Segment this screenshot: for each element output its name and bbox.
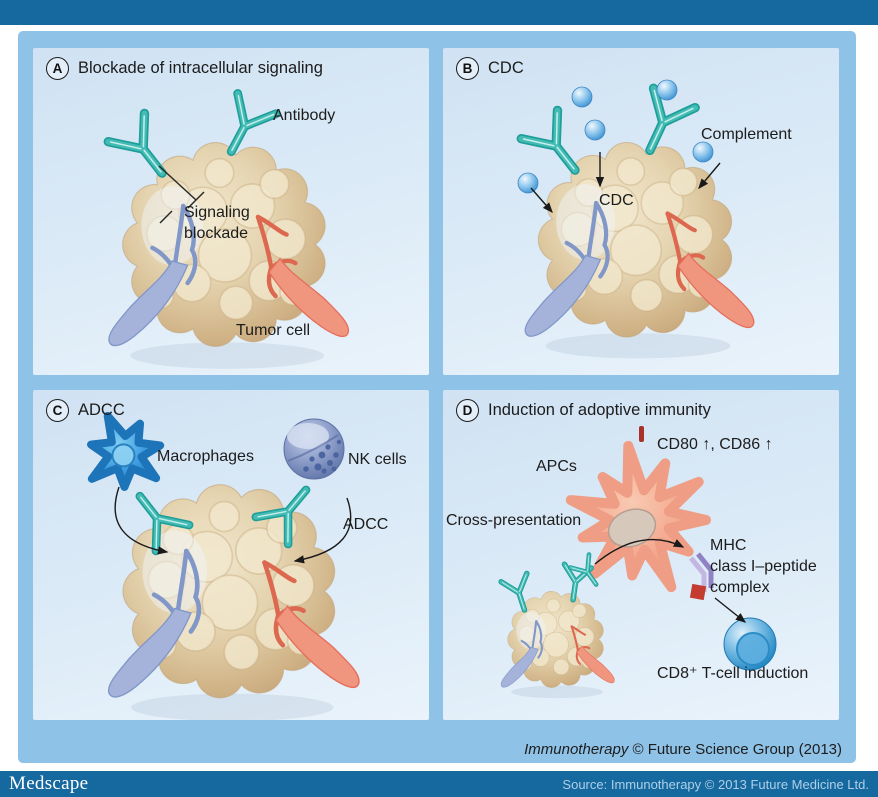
arrow-icon <box>114 486 352 564</box>
mhc-peptide-icon <box>689 552 714 601</box>
label-nk-cells: NK cells <box>348 451 407 468</box>
label-antibody: Antibody <box>273 107 336 124</box>
panel-d: D Induction of adoptive immunity CD80 ↑,… <box>443 390 839 720</box>
top-bar <box>0 0 878 25</box>
label-adcc: ADCC <box>343 516 389 533</box>
label-mhc-complex: MHC class I–peptide complex <box>710 537 817 596</box>
nk-cell-icon <box>283 418 345 480</box>
label-macrophages: Macrophages <box>157 448 254 465</box>
panel-b-illustration <box>443 79 839 375</box>
credit-text: © Future Science Group (2013) <box>628 741 843 758</box>
bottom-bar: Medscape Source: Immunotherapy © 2013 Fu… <box>0 771 878 797</box>
panel-c: C ADCC Macrophages NK cells ADCC <box>33 390 429 720</box>
panel-d-header: D Induction of adoptive immunity <box>456 399 711 422</box>
source-text: Source: Immunotherapy © 2013 Future Medi… <box>562 776 869 792</box>
label-cross-presentation: Cross-presentation <box>446 512 582 529</box>
cd80-marker-icon <box>639 426 644 442</box>
panel-title: Induction of adoptive immunity <box>488 401 711 419</box>
arrow-icon <box>594 538 747 623</box>
panel-a: A Blockade of intracellular signaling An… <box>33 48 429 375</box>
label-signaling-blockade: Signaling blockade <box>184 204 250 242</box>
panel-title: ADCC <box>78 401 125 419</box>
figure-credit: Immunotherapy © Future Science Group (20… <box>524 741 842 758</box>
panel-c-illustration <box>33 390 429 720</box>
label-complement: Complement <box>701 126 792 143</box>
label-cdc: CDC <box>599 192 634 209</box>
panel-a-header: A Blockade of intracellular signaling <box>46 57 323 80</box>
tumor-cell-icon <box>109 485 359 720</box>
panel-letter: A <box>46 57 69 80</box>
label-cd8-induction: CD8⁺ T-cell induction <box>657 665 809 682</box>
panel-b-header: B CDC <box>456 57 524 80</box>
panel-title: CDC <box>488 59 524 77</box>
label-tumor-cell: Tumor cell <box>236 322 311 339</box>
panel-c-header: C ADCC <box>46 399 125 422</box>
signal-blockade-icon <box>158 165 205 224</box>
panel-title: Blockade of intracellular signaling <box>78 59 323 77</box>
journal-name: Immunotherapy <box>524 741 629 758</box>
arrow-icon <box>530 152 721 214</box>
panel-letter: C <box>46 399 69 422</box>
panel-a-illustration <box>33 48 429 375</box>
tumor-cell-icon <box>525 142 754 358</box>
figure-background: A Blockade of intracellular signaling An… <box>18 31 856 763</box>
label-cd80-cd86: CD80 ↑, CD86 ↑ <box>657 436 773 453</box>
panel-letter: B <box>456 57 479 80</box>
tumor-cell-icon <box>109 143 349 369</box>
tumor-cell-icon <box>500 590 616 700</box>
panel-b: B CDC Complement CDC <box>443 48 839 375</box>
label-apcs: APCs <box>536 458 577 475</box>
panel-letter: D <box>456 399 479 422</box>
panel-d-illustration <box>443 426 777 700</box>
medscape-logo: Medscape <box>9 773 89 794</box>
